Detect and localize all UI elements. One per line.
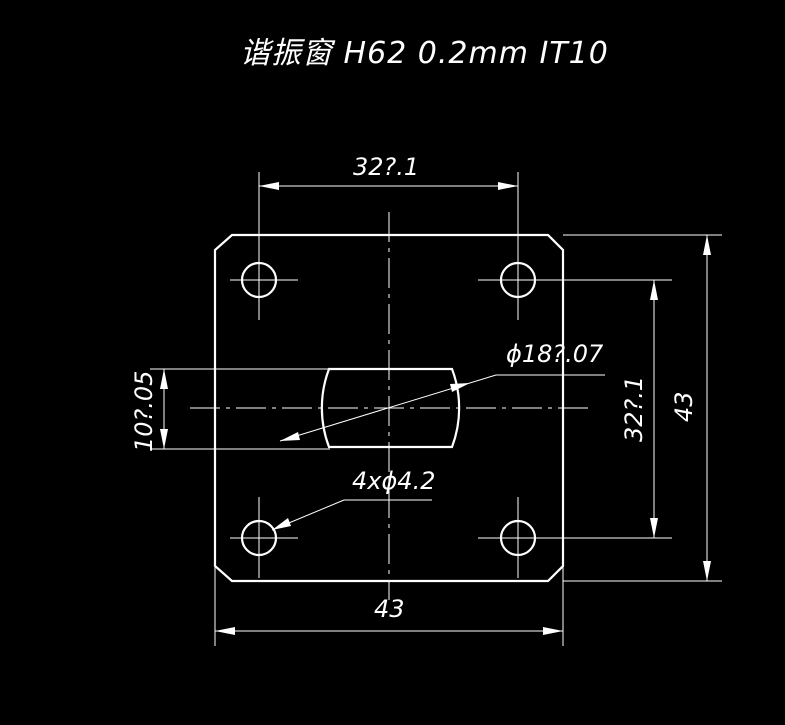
dim-hole-callout: 4xϕ4.2 bbox=[271, 467, 435, 531]
dim-right-hole-spacing: 32?.1 bbox=[540, 279, 672, 539]
dim-overall-height-text: 43 bbox=[670, 391, 698, 422]
plate-outline bbox=[213, 233, 565, 583]
dim-slot-diameter: ϕ18?.07 bbox=[279, 340, 605, 442]
dim-overall-width-text: 43 bbox=[374, 595, 405, 623]
mounting-hole-top-left bbox=[230, 248, 298, 320]
dim-slot-diameter-text: ϕ18?.07 bbox=[506, 340, 604, 368]
dim-right-hole-spacing-text: 32?.1 bbox=[620, 376, 648, 442]
drawing-title: 谐振窗 H62 0.2mm IT10 bbox=[240, 36, 609, 71]
mounting-hole-bottom-left bbox=[230, 497, 298, 578]
dim-slot-height-text: 10?.05 bbox=[130, 371, 158, 452]
dim-overall-height: 43 bbox=[563, 234, 722, 582]
mounting-hole-bottom-right bbox=[478, 497, 556, 578]
mounting-hole-top-right bbox=[478, 248, 556, 320]
dim-hole-callout-text: 4xϕ4.2 bbox=[352, 467, 435, 495]
dim-slot-height: 10?.05 bbox=[130, 368, 330, 452]
dim-top-hole-spacing-text: 32?.1 bbox=[353, 153, 419, 181]
dim-top-hole-spacing: 32?.1 bbox=[258, 153, 519, 262]
dim-overall-width: 43 bbox=[214, 566, 564, 646]
